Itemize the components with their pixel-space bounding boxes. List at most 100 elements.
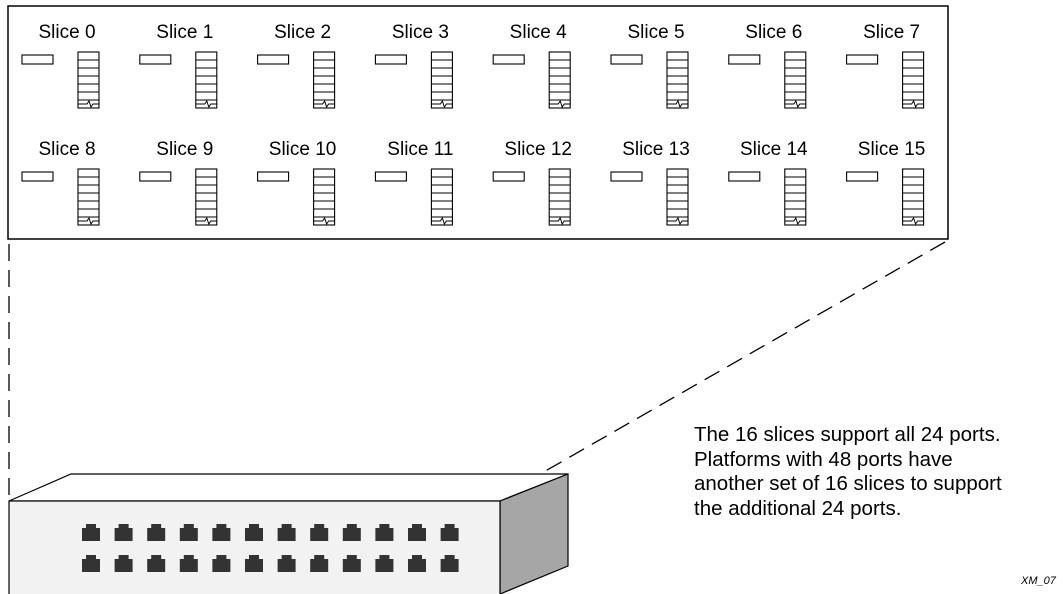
switch-port [212,524,231,541]
switch-port [310,555,329,572]
slice-table [195,168,218,226]
slice-slice-0: Slice 0 [21,22,100,109]
switch-port [212,555,231,572]
zoom-line-right [499,241,946,498]
slice-table [666,168,689,226]
slice-table-break [902,99,924,109]
switch-chassis [8,473,569,594]
slice-table [430,51,453,109]
switch-port [114,524,133,541]
slice-label: Slice 7 [863,22,920,43]
slice-label: Slice 6 [745,22,802,43]
slice-register [492,171,525,182]
slice-slice-5: Slice 5 [610,22,689,109]
slice-table-break [667,99,688,109]
switch-port [342,524,361,541]
slice-register [610,54,643,65]
switch-port [245,524,263,541]
slice-register [728,171,761,182]
slice-slice-7: Slice 7 [846,22,925,109]
slice-table [77,51,100,109]
slices-group: Slice 0 Slice 1 Slice 2 Slice 3 Slice 4 Slice… [21,22,926,226]
slice-label: Slice 5 [627,22,684,43]
slice-table-break [902,216,924,226]
switch-port [147,524,166,541]
slice-label: Slice 11 [387,139,453,160]
slice-register [728,54,761,65]
caption-line-4: the additional 24 ports. [694,496,902,520]
slice-slice-11: Slice 11 [374,139,453,226]
slice-register [610,171,643,182]
switch-port [408,524,426,541]
slice-label: Slice 15 [858,139,926,160]
slice-slice-2: Slice 2 [257,22,336,109]
slice-register [139,171,172,182]
slice-table [666,51,689,109]
slice-label: Slice 3 [392,22,449,43]
slice-table-break [313,99,335,109]
switch-port [408,555,426,572]
slice-label: Slice 8 [38,139,95,160]
slice-table-break [667,216,688,226]
slice-register [374,54,407,65]
slice-slice-13: Slice 13 [610,139,690,226]
slice-register [21,171,54,182]
slice-label: Slice 1 [156,22,213,43]
slice-table-break [78,99,99,109]
slice-table [784,168,807,226]
slice-table [313,51,336,109]
slice-register [139,54,172,65]
slice-register [257,54,290,65]
slice-slice-1: Slice 1 [139,22,218,109]
switch-port [277,524,296,541]
slice-register [374,171,407,182]
switch-port [147,555,166,572]
slice-label: Slice 4 [510,22,567,43]
slice-label: Slice 2 [274,22,331,43]
switch-front-face [8,500,501,594]
slice-table-break [784,216,806,226]
slice-table-break [78,216,99,226]
slice-slice-8: Slice 8 [21,139,100,226]
slice-register [846,54,879,65]
slice-table [902,168,925,226]
switch-port [179,524,198,541]
slice-table-break [784,99,806,109]
slice-table-break [549,99,571,109]
slice-table-break [549,216,571,226]
slice-table [548,168,571,226]
slices-panel [7,5,949,240]
switch-port [310,524,329,541]
slice-table-break [313,216,335,226]
slice-table [77,168,100,226]
slice-register [846,171,879,182]
slice-slice-3: Slice 3 [374,22,453,109]
slice-slice-12: Slice 12 [492,139,572,226]
caption: The 16 slices support all 24 ports. Plat… [694,423,1063,521]
slice-slice-10: Slice 10 [257,139,336,226]
figure-id: XM_07 [1021,575,1056,587]
caption-line-1: The 16 slices support all 24 ports. [694,423,1001,446]
slice-register [21,54,54,65]
slice-slice-4: Slice 4 [492,22,571,109]
slice-label: Slice 12 [504,139,572,160]
slice-label: Slice 0 [38,22,95,43]
caption-line-2: Platforms with 48 ports have [694,447,953,471]
slice-register [257,171,290,182]
slice-table-break [431,99,453,109]
slice-table-break [195,99,217,109]
slice-slice-9: Slice 9 [139,139,218,226]
switch-port [440,555,459,572]
switch-port [440,524,459,541]
switch-port [245,555,263,572]
switch-port [277,555,296,572]
slice-table [430,168,453,226]
switch-port [375,524,394,541]
slice-table [195,51,218,109]
slice-register [492,54,525,65]
slice-slice-15: Slice 15 [846,139,926,226]
slice-table [902,51,925,109]
switch-port [82,555,100,572]
slice-label: Slice 13 [622,139,690,160]
